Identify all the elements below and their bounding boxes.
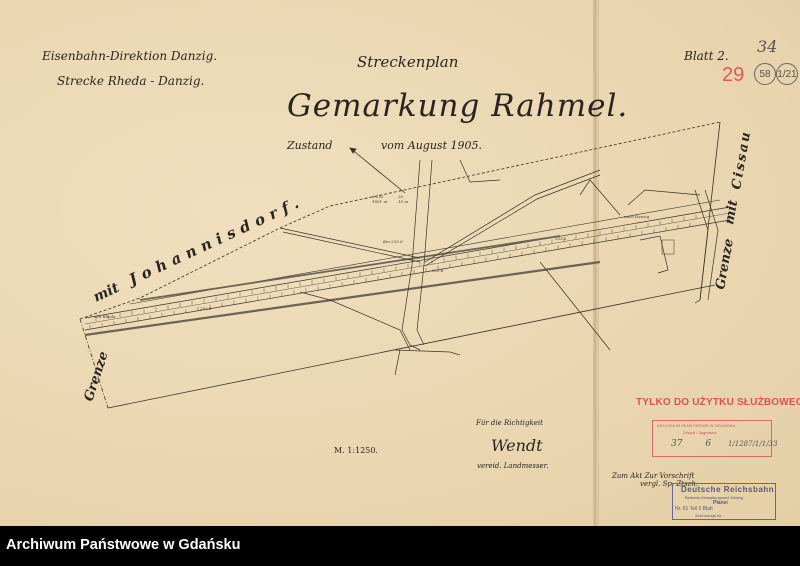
svg-text:252.5: 252.5	[199, 306, 212, 311]
pencil-number: 34	[757, 37, 778, 56]
signature-name: Wendt	[491, 436, 543, 455]
svg-text:6.153: 6.153	[372, 194, 384, 199]
circled-number-1: 58	[754, 63, 776, 85]
archive-fond: 37	[671, 439, 683, 449]
railway-stamp-office: Betriebs-Verwaltungsamt Danzig	[685, 495, 744, 500]
svg-text:253.2: 253.2	[554, 236, 567, 241]
archive-stamp-subheader: Zespół / Sygnatura	[683, 430, 717, 435]
svg-text:15 m: 15 m	[398, 199, 408, 204]
plan-type-label: Streckenplan	[357, 53, 459, 71]
archive-stamp-values: 37 6 1/1287/1/1/33	[657, 439, 777, 449]
route-label: Strecke Rheda - Danzig.	[57, 74, 205, 88]
red-page-number: 29	[722, 64, 745, 86]
archive-institution-label: Archiwum Państwowe w Gdańsku	[6, 537, 241, 553]
archive-number: 1/1287/1/1/33	[727, 440, 778, 448]
svg-text:von Rheda: von Rheda	[94, 314, 116, 319]
railway-stamp-footer: Zeichnungs-Nr.	[695, 513, 723, 518]
map-title: Gemarkung Rahmel.	[287, 88, 629, 124]
sheet-number-label: Blatt 2.	[684, 49, 729, 63]
signature-caption: Für die Richtigkeit	[476, 419, 543, 427]
archive-unit: 6	[705, 439, 712, 449]
svg-text:Cissau: Cissau	[729, 129, 754, 191]
archive-stamp: ARCHIWUM PAŃSTWOWE W GDAŃSKU Zespół / Sy…	[652, 420, 777, 457]
svg-text:Km 253.0: Km 253.0	[382, 239, 403, 244]
svg-text:Grenze: Grenze	[713, 238, 737, 291]
railway-stamp: Deutsche Reichsbahn Betriebs-Verwaltungs…	[672, 483, 776, 520]
circled-number-2: 1/21	[776, 63, 798, 85]
map-sheet: 6.153 1851 m 20 15 m Km 253.0 253.2 nach…	[0, 0, 800, 526]
label-grenze-left: Grenze	[82, 350, 112, 403]
svg-text:252.8: 252.8	[431, 268, 444, 273]
archive-stamp-header: ARCHIWUM PAŃSTWOWE W GDAŃSKU	[657, 423, 736, 428]
railway-stamp-title: Deutsche Reichsbahn	[681, 485, 775, 494]
svg-text:mit: mit	[722, 199, 741, 226]
railway-stamp-row: Nr. 61 Teil 2 Blatt	[675, 506, 713, 512]
scale-label: M. 1:1250.	[334, 446, 378, 455]
restricted-use-stamp: TYLKO DO UŻYTKU SŁUŻBOWEGO!	[636, 397, 800, 408]
state-label: Zustand	[287, 139, 333, 152]
label-mit: mit	[91, 280, 122, 306]
signature-title: vereid. Landmesser.	[477, 462, 549, 470]
railway-map-drawing: 6.153 1851 m 20 15 m Km 253.0 253.2 nach…	[79, 121, 754, 409]
svg-text:1851 m: 1851 m	[372, 199, 387, 204]
archive-footer-bar: Archiwum Państwowe w Gdańsku	[0, 526, 800, 566]
svg-text:20: 20	[397, 194, 404, 199]
handwritten-note-line1: Zum Akt Zur Vorschrift	[612, 472, 695, 480]
railway-directorate-label: Eisenbahn-Direktion Danzig.	[42, 49, 218, 63]
date-label: vom August 1905.	[381, 139, 482, 152]
railway-stamp-dept: Planei	[713, 500, 728, 506]
svg-text:nach Danzig: nach Danzig	[624, 214, 650, 219]
label-johannisdorf: Johannisdorf.	[123, 191, 307, 289]
handwritten-note-line2: vergl. Sp. Ztsch.	[640, 480, 699, 488]
